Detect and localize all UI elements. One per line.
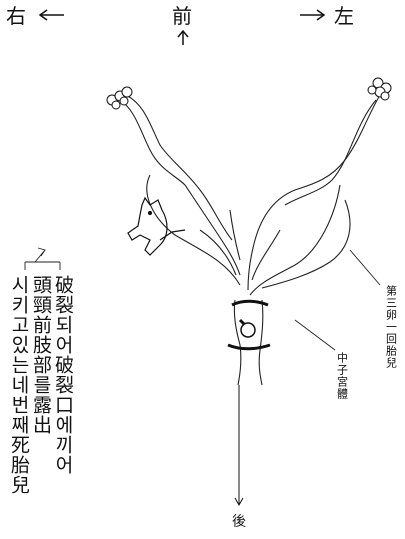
left-label: 左 bbox=[334, 6, 354, 26]
left-ovary bbox=[107, 87, 132, 109]
annotation-part1: 第三卵 bbox=[385, 285, 398, 321]
annotation-part2: 一回胎兒 bbox=[385, 321, 398, 369]
text-column-3: 시키고있는네번째死胎兒 bbox=[8, 275, 28, 495]
third-fetus-annotation: 第三卵一回胎兒 bbox=[385, 285, 397, 369]
arrow-left-icon bbox=[40, 10, 64, 20]
rear-label: 後 bbox=[232, 515, 246, 529]
right-label: 右 bbox=[6, 6, 26, 26]
text-column-2: 頭頸前肢部를露出 bbox=[30, 275, 50, 435]
arrow-right-icon bbox=[300, 10, 324, 20]
pointer-lines bbox=[25, 248, 380, 350]
uterus-outline bbox=[120, 95, 380, 385]
fetus-figure bbox=[128, 198, 185, 255]
arrow-up-icon bbox=[178, 31, 188, 45]
arrow-down-icon bbox=[235, 385, 243, 505]
middle-annotation: 中子宮體 bbox=[336, 352, 348, 400]
text-column-1: 破裂되어破裂口에끼어 bbox=[52, 275, 72, 475]
right-ovary bbox=[368, 78, 391, 100]
front-label: 前 bbox=[172, 6, 192, 26]
